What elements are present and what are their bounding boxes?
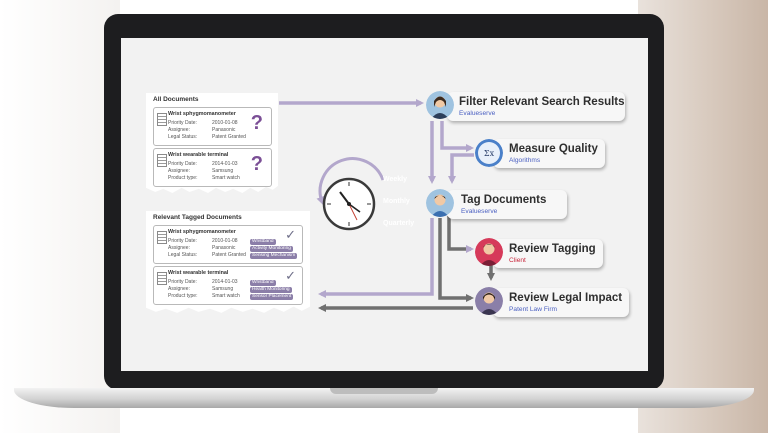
step-filter-search-results[interactable]: Filter Relevant Search Results Evalueser… [447,92,625,121]
tagged-documents-panel: Relevant Tagged Documents Wrist sphygmom… [146,211,310,313]
step-subtitle: Evalueserve [459,110,496,117]
svg-text:Σx: Σx [484,149,495,158]
all-documents-title: All Documents [153,96,199,103]
card-title: Wrist wearable terminal [168,152,229,158]
card-row: Legal Status:Patent Granted [168,134,246,140]
tag-badge: Sensing Mechanism [250,253,298,259]
step-title: Tag Documents [461,194,547,206]
card-row: Priority Date:2014-01-03 [168,161,238,167]
step-review-tagging[interactable]: Review Tagging Client [493,239,603,268]
step-title: Measure Quality [509,143,598,155]
checkmark-icon: ✓ [285,227,296,242]
document-icon [157,154,167,167]
step-title: Review Tagging [509,243,596,255]
person-icon [426,189,454,217]
card-row: Priority Date:2010-01-08 [168,120,238,126]
laptop-base [14,388,754,408]
document-card[interactable]: Wrist sphygmomanometer Priority Date:201… [153,107,272,146]
document-icon [157,272,167,285]
step-tag-documents[interactable]: Tag Documents Evalueserve [447,190,567,219]
card-title: Wrist sphygmomanometer [168,111,236,117]
tag-badge: Wristband [250,239,276,245]
workflow-arrows [279,99,495,312]
tag-badge: Health Monitoring [250,287,292,293]
step-measure-quality[interactable]: Measure Quality Algorithms [493,139,605,168]
card-row: Assignee:Panasonic [168,127,236,133]
background-left [0,0,120,433]
step-title: Filter Relevant Search Results [459,96,625,108]
laptop-notch [330,388,438,394]
tagged-documents-title: Relevant Tagged Documents [153,214,242,221]
tag-badge: Wristband [250,280,276,286]
person-icon [475,287,503,315]
tag-badge: Activity Monitoring [250,246,293,252]
card-row: Product type:Smart watch [168,175,240,181]
tagged-document-card[interactable]: Wrist sphygmomanometer Priority Date:201… [153,225,303,264]
question-mark-icon: ? [250,153,263,175]
document-icon [157,231,167,244]
step-subtitle: Evalueserve [461,208,498,215]
step-subtitle: Client [509,257,526,264]
laptop-screen: All Documents Wrist sphygmomanometer Pri… [121,38,648,371]
formula-icon: Σx [475,139,503,167]
all-documents-panel: All Documents Wrist sphygmomanometer Pri… [146,93,278,193]
card-title: Wrist sphygmomanometer [168,229,236,235]
arrow-tag-to-tagged-docs [318,218,434,298]
tagged-document-card[interactable]: Wrist wearable terminal Priority Date:20… [153,266,303,305]
person-icon [426,91,454,119]
document-icon [157,113,167,126]
arrow-filter-to-measure [440,121,474,152]
person-icon [475,238,503,266]
frequency-quarterly: Quarterly [383,220,415,227]
arrow-measure-to-tag [448,153,474,184]
tag-badge: Sensor Placement [250,294,294,300]
step-subtitle: Patent Law Firm [509,306,558,313]
step-review-legal-impact[interactable]: Review Legal Impact Patent Law Firm [493,288,629,317]
arrow-clock-cycle [316,157,385,205]
checkmark-icon: ✓ [285,268,296,283]
card-title: Wrist wearable terminal [168,270,229,276]
question-mark-icon: ? [250,112,263,134]
arrow-tag-to-legal [438,218,474,302]
step-title: Review Legal Impact [509,292,623,304]
clock-icon [322,177,376,231]
card-row: Assignee:Samsung [168,168,234,174]
frequency-monthly: Monthly [383,198,410,205]
arrow-tag-to-review-tagging [447,216,474,253]
step-subtitle: Algorithms [509,157,541,164]
frequency-weekly: Weekly [383,176,407,183]
document-card[interactable]: Wrist wearable terminal Priority Date:20… [153,148,272,187]
